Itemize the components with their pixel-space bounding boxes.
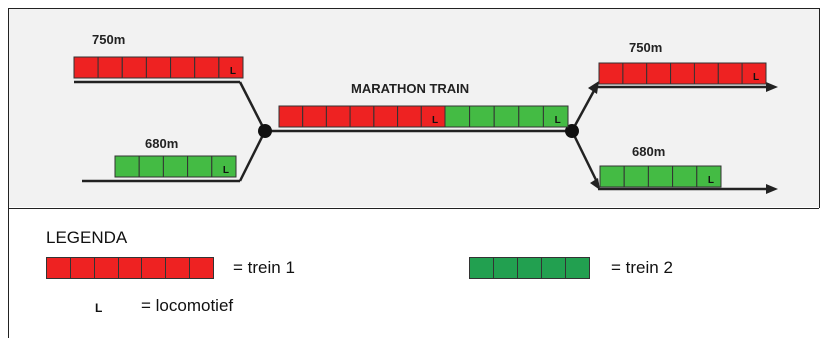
- marathon-train1-wagon: [349, 105, 375, 128]
- train2-in-wagon: [162, 155, 189, 178]
- legend-wagon-cell: [166, 258, 191, 278]
- train2-in-length-label: 680m: [145, 136, 178, 151]
- train2-out-length-label: 680m: [632, 144, 665, 159]
- train2-in-locomotive-marker: L: [223, 165, 229, 176]
- train2-in-wagon: [138, 155, 164, 178]
- figure-frame: [8, 8, 820, 338]
- train1-in-locomotive-marker: L: [230, 66, 236, 77]
- train1-out-length-label: 750m: [629, 40, 662, 55]
- arrow-head-lower: [766, 184, 778, 194]
- legend-wagon-cell: [470, 258, 494, 278]
- train2-out-locomotive-marker: L: [708, 175, 714, 186]
- marathon-train1-wagon: [302, 105, 327, 128]
- junction-merge: [258, 124, 272, 138]
- track-split-upper: [570, 86, 598, 132]
- marathon-train1-wagon: [373, 105, 399, 128]
- legend-wagon-cell: [94, 258, 119, 278]
- marathon-train2-locomotive-marker: L: [555, 115, 561, 126]
- legend-wagon-cell: [142, 258, 167, 278]
- train1-out-wagon: [670, 62, 695, 85]
- train1-in-wagon: [145, 56, 171, 79]
- arrow-head-split-upper: [588, 81, 599, 94]
- train1-in-length-label: 750m: [92, 32, 125, 47]
- track-merge-upper: [238, 81, 267, 132]
- train1-out-wagon: [717, 62, 743, 85]
- arrow-head-split-lower: [590, 178, 600, 190]
- trains-group: L L L L L L: [73, 56, 767, 188]
- train2-out-wagon: [623, 165, 649, 188]
- legend-train2-swatch: [469, 257, 590, 279]
- marathon-train1-locomotive-marker: L: [432, 115, 438, 126]
- train2-out-wagon: [672, 165, 698, 188]
- train2-out-wagon: [647, 165, 674, 188]
- train1-in-wagon: [97, 56, 123, 79]
- train2-out-wagon: [696, 165, 722, 188]
- marathon-train2-wagon: [518, 105, 544, 128]
- train1-out-wagon: [693, 62, 719, 85]
- train1-in-wagon: [121, 56, 147, 79]
- legend-train1-label: = trein 1: [233, 258, 295, 277]
- legend-wagon-cell: [118, 258, 143, 278]
- train2-in-wagon: [211, 155, 237, 178]
- legend-wagon-cell: [566, 258, 589, 278]
- track-split-lower: [570, 130, 600, 185]
- legend-wagon-cell: [542, 258, 566, 278]
- marathon-train1-wagon: [397, 105, 422, 128]
- track-merge-lower: [238, 130, 267, 182]
- track-lines: [74, 80, 770, 191]
- legend-locomotive-symbol: L: [95, 301, 103, 315]
- train1-out-wagon: [646, 62, 672, 85]
- section-divider: [8, 208, 820, 209]
- legend-wagon-cell: [518, 258, 542, 278]
- marathon-train2-wagon: [444, 105, 471, 128]
- train2-in-wagon: [114, 155, 140, 178]
- train1-in-wagon: [194, 56, 220, 79]
- marathon-train2-wagon: [469, 105, 495, 128]
- marathon-train-label: MARATHON TRAIN: [351, 81, 469, 96]
- train1-out-wagon: [622, 62, 648, 85]
- train2-in-wagon: [187, 155, 213, 178]
- legend-locomotive-label: = locomotief: [141, 296, 234, 315]
- legend-train2-label: = trein 2: [611, 258, 673, 277]
- train1-in-wagon: [73, 56, 99, 79]
- train1-out-locomotive-marker: L: [753, 72, 759, 83]
- legend-wagon-cell: [70, 258, 95, 278]
- train1-in-wagon: [218, 56, 244, 79]
- legend-wagon-cell: [190, 258, 214, 278]
- marathon-train2-wagon: [493, 105, 520, 128]
- arrow-head-upper: [766, 82, 778, 92]
- train2-out-wagon: [599, 165, 625, 188]
- marathon-train1-wagon: [325, 105, 351, 128]
- legend-title: LEGENDA: [46, 228, 128, 247]
- legend-wagon-cell: [47, 258, 71, 278]
- marathon-train1-wagon: [278, 105, 304, 128]
- train1-out-wagon: [598, 62, 624, 85]
- train1-out-wagon: [741, 62, 767, 85]
- train1-in-wagon: [170, 56, 196, 79]
- marathon-train-diagram: L L L L L L 750m 680m MARATHON TRAIN 750m 680…: [9, 9, 819, 207]
- marathon-train2-wagon: [542, 105, 569, 128]
- legend-train1-swatch: [46, 257, 214, 279]
- legend-wagon-cell: [494, 258, 518, 278]
